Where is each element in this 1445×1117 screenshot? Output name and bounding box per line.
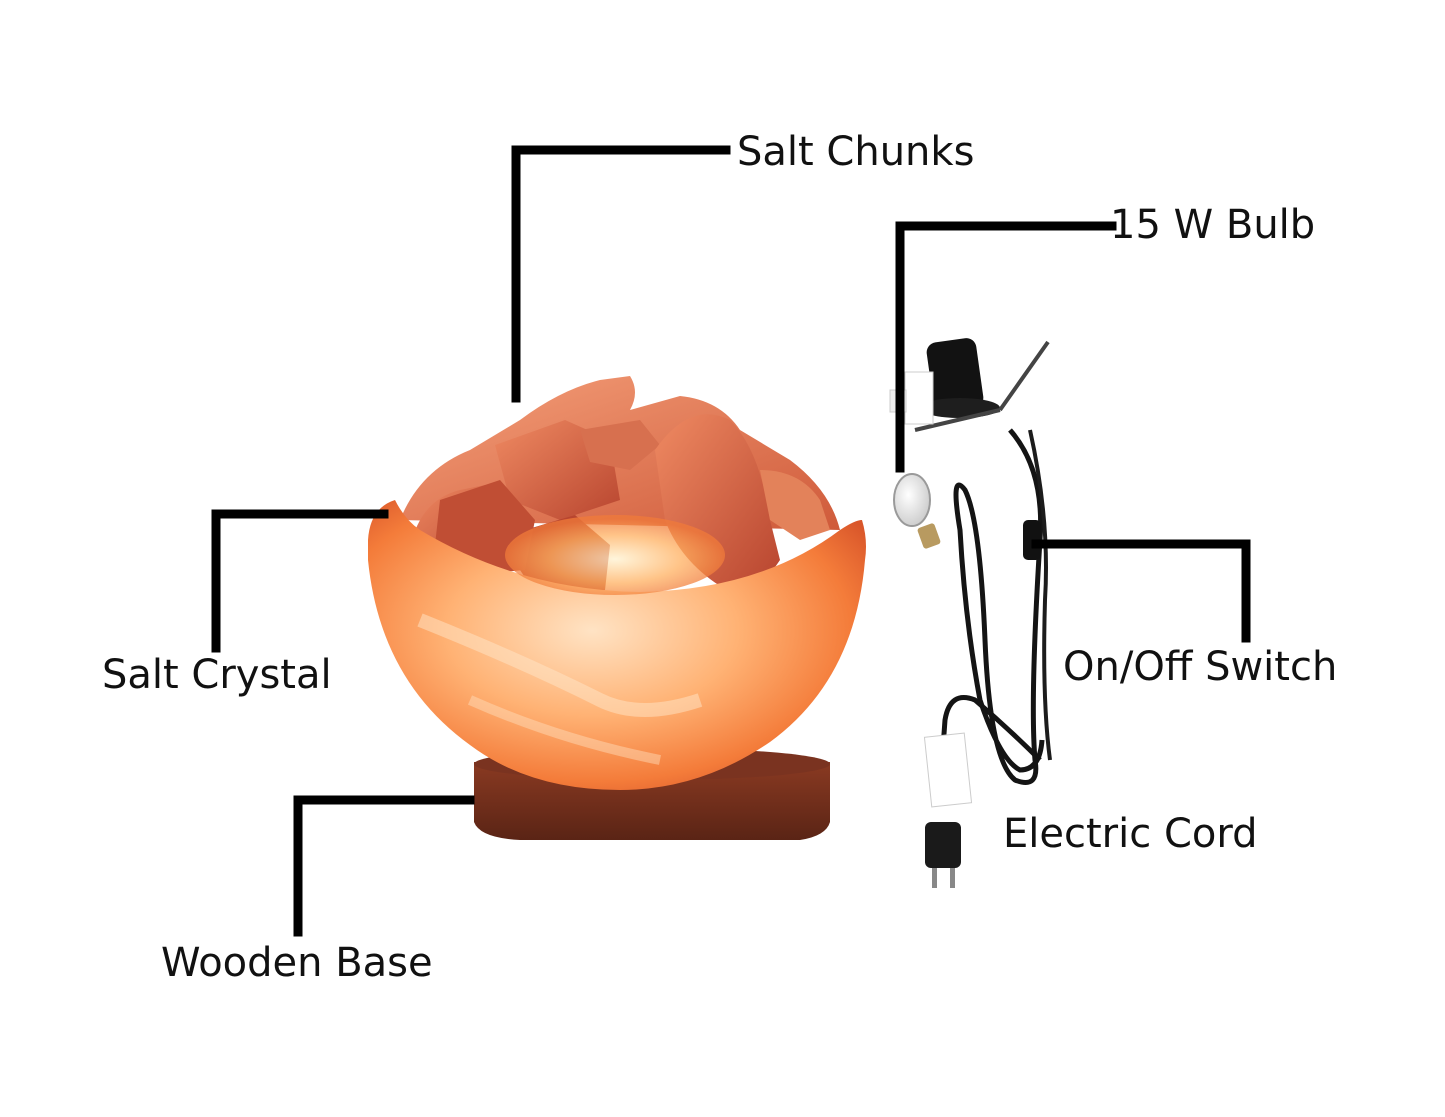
bowl-inner-glow <box>505 515 725 595</box>
label-salt-crystal: Salt Crystal <box>102 652 332 698</box>
electric-cord-shape <box>953 428 1045 785</box>
salt-crystal-bowl <box>368 500 866 790</box>
plug-shape <box>925 822 961 868</box>
label-wooden-base: Wooden Base <box>161 940 433 986</box>
label-15w-bulb: 15 W Bulb <box>1110 202 1316 248</box>
leader-wooden-base <box>293 795 475 937</box>
leader-salt-chunks <box>511 145 731 403</box>
label-salt-chunks: Salt Chunks <box>737 129 975 175</box>
leader-switch <box>1031 539 1251 643</box>
label-electric-cord: Electric Cord <box>1003 811 1258 857</box>
leader-salt-crystal <box>211 509 389 653</box>
socket-shape <box>926 338 984 412</box>
leader-bulb <box>895 221 1117 473</box>
cord-assembly-illustration <box>889 338 1052 888</box>
bulb-shape <box>893 473 931 527</box>
leader-lines <box>211 145 1251 937</box>
salt-lamp-illustration <box>368 376 866 840</box>
label-on-off-switch: On/Off Switch <box>1063 644 1338 690</box>
